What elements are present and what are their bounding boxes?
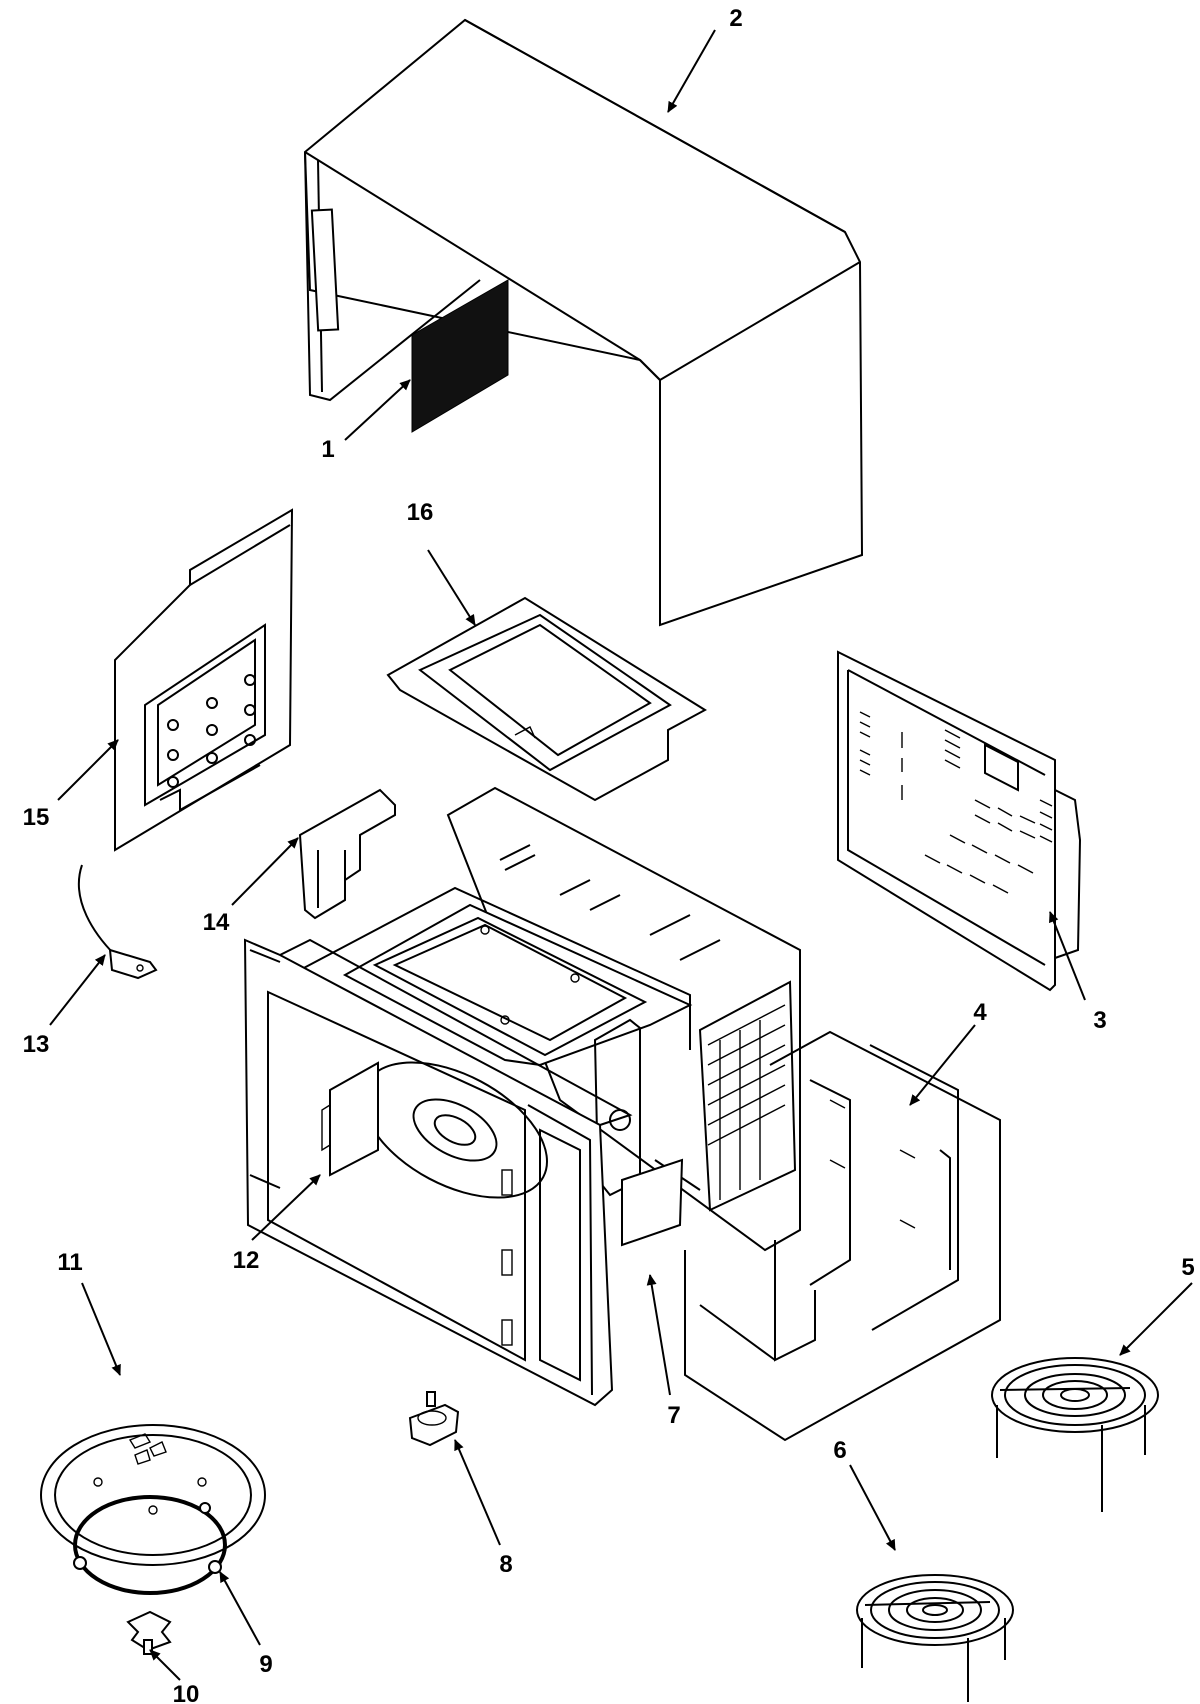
callout-12: 12: [233, 1247, 260, 1274]
callout-16: 16: [407, 499, 434, 526]
callout-15: 15: [23, 804, 50, 831]
interior-shield-plate: [321, 1061, 379, 1177]
callout-10: 10: [173, 1681, 200, 1704]
callout-3: 3: [1093, 1007, 1106, 1034]
callout-6: 6: [833, 1437, 846, 1464]
leader-lines: [49, 29, 1193, 1681]
callout-5: 5: [1181, 1254, 1194, 1281]
turntable-tray: [40, 1424, 266, 1566]
callout-4: 4: [973, 999, 987, 1026]
cover-patch: [621, 1158, 684, 1247]
callout-labels: 1 2 3 4 5 6 7 8 9 10 11 12 13 14 15 16: [23, 5, 1195, 1704]
callout-7: 7: [667, 1402, 680, 1429]
turntable-coupler: [126, 1610, 172, 1655]
vent-grille: [411, 279, 509, 433]
control-panel: [837, 650, 1082, 992]
bracket: [298, 788, 396, 920]
cooking-rack-small: [856, 1574, 1014, 1702]
cooking-rack-large: [991, 1357, 1159, 1512]
thermal-sensor: [77, 864, 158, 980]
callout-11: 11: [57, 1249, 82, 1276]
callout-8: 8: [499, 1551, 512, 1578]
callout-13: 13: [23, 1031, 50, 1058]
roller-ring: [73, 1495, 227, 1595]
callout-9: 9: [259, 1651, 272, 1678]
top-cover-plate: [386, 596, 707, 802]
callout-14: 14: [203, 909, 230, 936]
turntable-motor: [408, 1391, 460, 1447]
outer-cabinet: [303, 18, 864, 627]
callout-2: 2: [729, 5, 742, 32]
rear-base-panel: [684, 1030, 1001, 1442]
callout-1: 1: [321, 436, 334, 463]
oven-cavity: [299, 786, 801, 1252]
side-panel: [114, 508, 294, 852]
